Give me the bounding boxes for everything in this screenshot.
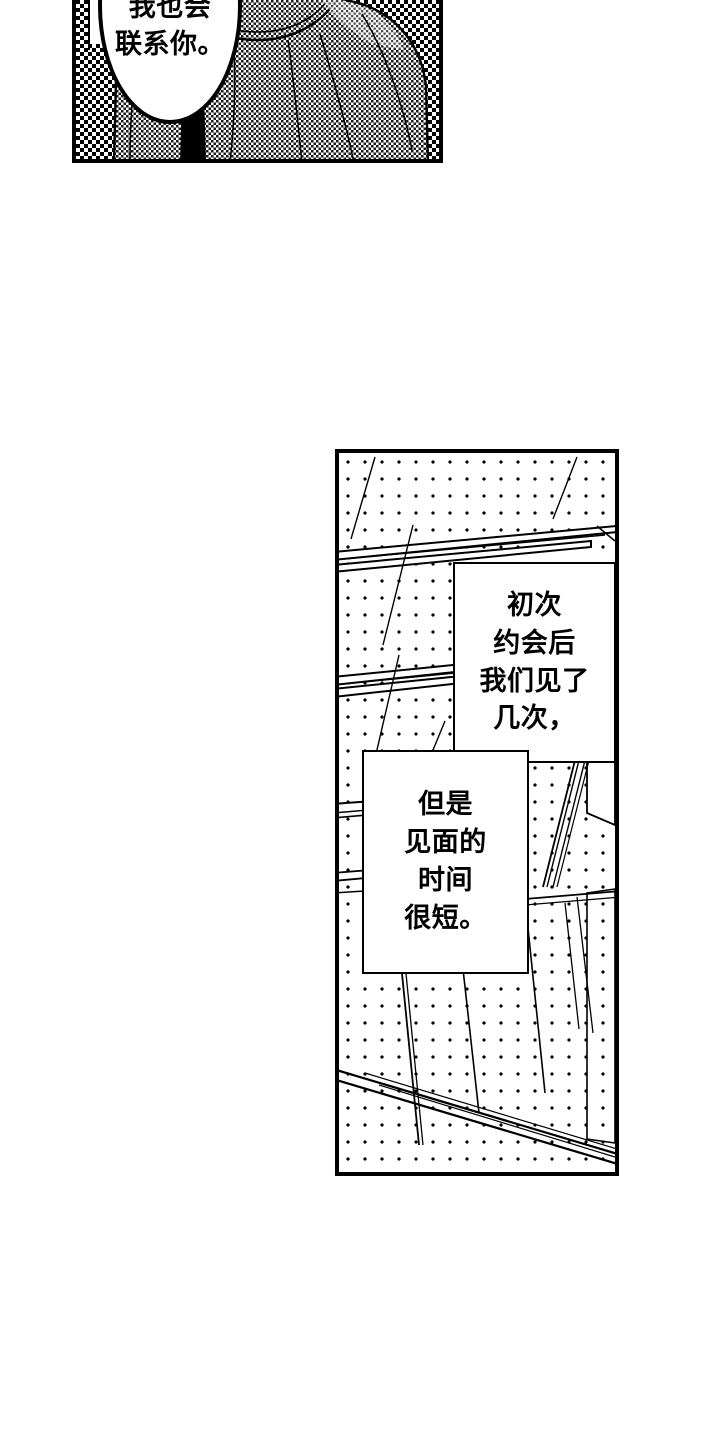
- caption-1-line-1: 初次: [507, 589, 562, 621]
- panel-top-character: 我也会 联系你。: [72, 0, 443, 163]
- panel-bottom-shelves: 初次 约会后 我们见了 几次， 但是 见面的 时间 很短。: [335, 449, 619, 1176]
- caption-2-line-1: 但是: [418, 789, 473, 821]
- bubble-line-1: 我也会: [128, 0, 212, 23]
- caption-1-line-3: 我们见了: [479, 665, 590, 697]
- caption-2-line-4: 很短。: [404, 902, 487, 934]
- caption-2-line-2: 见面的: [404, 827, 487, 859]
- panel-top-artwork: 我也会 联系你。: [76, 0, 439, 159]
- caption-1-line-4: 几次，: [493, 703, 576, 735]
- caption-box-2: 但是 见面的 时间 很短。: [362, 750, 529, 974]
- caption-box-1: 初次 约会后 我们见了 几次，: [453, 562, 615, 763]
- caption-1-line-2: 约会后: [493, 627, 576, 659]
- bubble-line-2: 联系你。: [115, 29, 225, 60]
- caption-2-line-3: 时间: [418, 865, 473, 896]
- wall-edge-line: [88, 0, 90, 50]
